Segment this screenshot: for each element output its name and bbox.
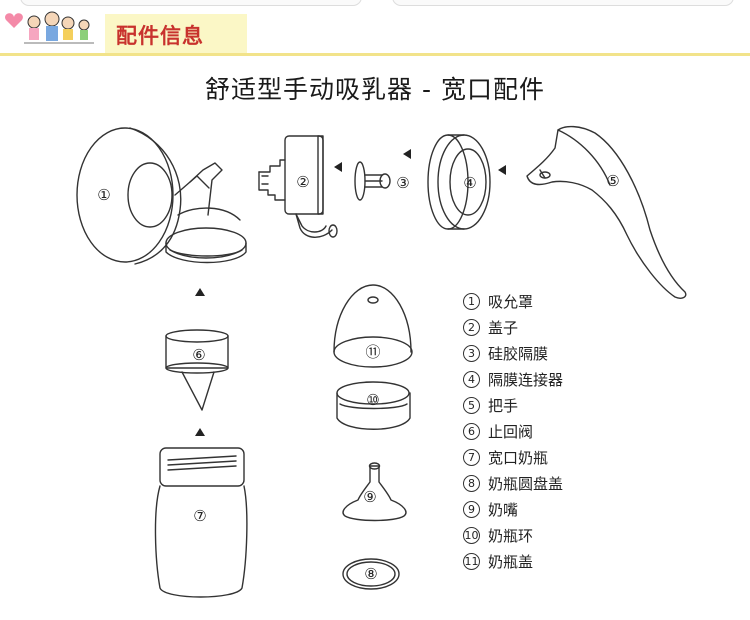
part-bottle-lid (333, 284, 413, 368)
legend-number: 1 (463, 292, 480, 310)
part-diaphragm-connector (427, 134, 491, 230)
part-check-valve (165, 329, 229, 411)
label-part-1: ① (97, 186, 110, 204)
legend-item: 3 硅胶隔膜 (463, 340, 643, 366)
parts-legend: 1 吸允罩 2 盖子 3 硅胶隔膜 4 隔膜连接器 5 把手 6 止回阀 7 宽口奶瓶 8 奶瓶… (463, 288, 643, 574)
label-part-11: ⑪ (365, 343, 380, 361)
legend-number: 2 (463, 318, 480, 336)
header-divider (0, 53, 750, 56)
family-logo-icon (5, 11, 94, 44)
label-part-4: ④ (463, 174, 476, 192)
legend-label: 吸允罩 (488, 292, 534, 311)
header-label-bg (105, 14, 247, 54)
legend-item: 4 隔膜连接器 (463, 366, 643, 392)
diagram-title: 舒适型手动吸乳器 - 宽口配件 (205, 75, 545, 104)
legend-number: 11 (463, 552, 480, 570)
legend-label: 奶瓶盖 (488, 552, 534, 571)
part-disc-lid (342, 558, 400, 590)
legend-item: 1 吸允罩 (463, 288, 643, 314)
legend-label: 盖子 (488, 318, 519, 337)
legend-label: 奶嘴 (488, 500, 519, 519)
legend-label: 奶瓶圆盘盖 (488, 474, 564, 493)
legend-label: 硅胶隔膜 (488, 344, 549, 363)
legend-label: 奶瓶环 (488, 526, 534, 545)
label-part-10: ⑩ (366, 391, 379, 409)
part-silicone-diaphragm (354, 161, 391, 201)
legend-label: 把手 (488, 396, 519, 415)
legend-number: 10 (463, 526, 480, 544)
legend-number: 3 (463, 344, 480, 362)
label-part-9: ⑨ (363, 488, 376, 506)
label-part-7: ⑦ (193, 507, 206, 525)
legend-number: 7 (463, 448, 480, 466)
label-part-6: ⑥ (192, 346, 205, 364)
part-wide-neck-bottle (154, 447, 248, 598)
legend-number: 6 (463, 422, 480, 440)
legend-number: 9 (463, 500, 480, 518)
legend-item: 9 奶嘴 (463, 496, 643, 522)
part-handle (526, 125, 687, 299)
legend-item: 2 盖子 (463, 314, 643, 340)
legend-number: 5 (463, 396, 480, 414)
legend-item: 7 宽口奶瓶 (463, 444, 643, 470)
label-part-5: ⑤ (606, 172, 619, 190)
label-part-3: ③ (396, 174, 409, 192)
legend-label: 宽口奶瓶 (488, 448, 549, 467)
legend-item: 10 奶瓶环 (463, 522, 643, 548)
legend-label: 止回阀 (488, 422, 534, 441)
part-nipple (342, 462, 407, 522)
legend-number: 8 (463, 474, 480, 492)
part-breast-shield (76, 127, 247, 265)
legend-item: 6 止回阀 (463, 418, 643, 444)
part-bottle-ring (336, 381, 411, 430)
part-number-labels: ① ② ③ ④ ⑤ ⑥ ⑦ ⑧ ⑨ ⑩ ⑪ (97, 172, 619, 583)
legend-item: 8 奶瓶圆盘盖 (463, 470, 643, 496)
label-part-2: ② (296, 173, 309, 191)
assembly-arrows (195, 149, 506, 436)
legend-number: 4 (463, 370, 480, 388)
section-title: 配件信息 (116, 23, 204, 48)
legend-item: 5 把手 (463, 392, 643, 418)
top-edge (0, 0, 750, 8)
label-part-8: ⑧ (364, 565, 377, 583)
legend-label: 隔膜连接器 (488, 370, 564, 389)
part-cap (258, 135, 338, 238)
legend-item: 11 奶瓶盖 (463, 548, 643, 574)
